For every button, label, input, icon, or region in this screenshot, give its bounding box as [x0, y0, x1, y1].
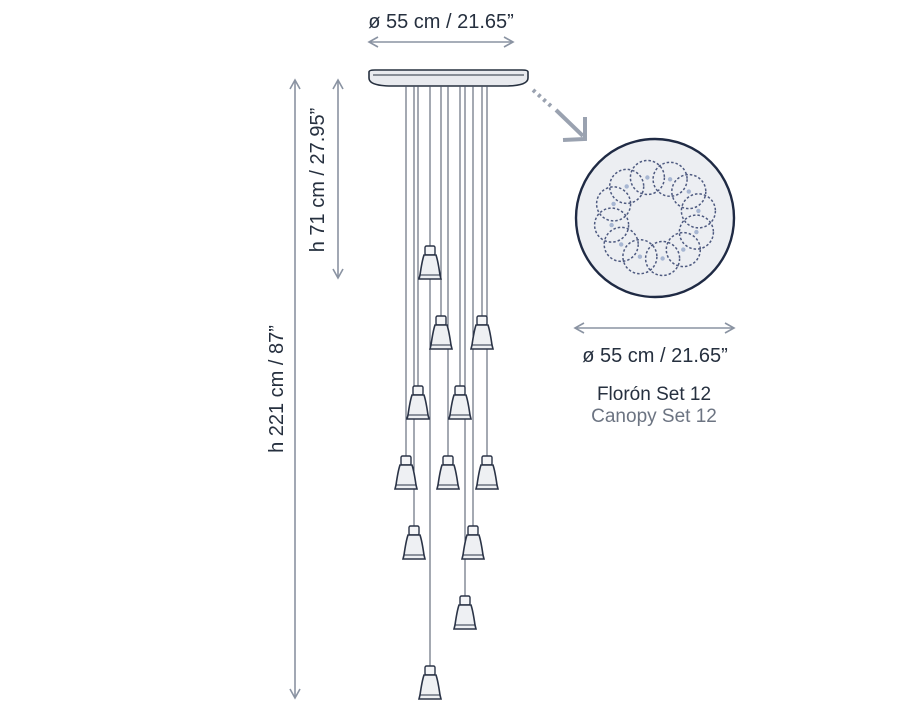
- canopy-hole: [603, 226, 639, 263]
- canopy-hole: [644, 240, 681, 277]
- pendant-lamp: [405, 385, 431, 420]
- canopy-hole-center: [667, 177, 673, 182]
- canopy-hole: [671, 173, 707, 210]
- pendant-lamp: [401, 525, 427, 560]
- canopy-hole: [593, 207, 630, 243]
- detail-diameter-label: ø 55 cm / 21.65”: [582, 345, 728, 367]
- top-diameter-label: ø 55 cm / 21.65”: [368, 11, 514, 33]
- canopy-title: Florón Set 12: [597, 384, 711, 405]
- pendant-lamps: [393, 245, 500, 700]
- canopy-hole: [678, 214, 715, 250]
- canopy-disc: [368, 69, 529, 87]
- pendant-lamp: [474, 455, 500, 490]
- pendant-lamp: [447, 385, 473, 420]
- canopy-hole: [629, 159, 666, 196]
- canopy-hole-center: [637, 254, 643, 259]
- canopy-height-label: h 71 cm / 27.95”: [307, 108, 329, 253]
- canopy-hole: [595, 186, 632, 222]
- canopy-hole: [652, 161, 688, 198]
- canopy-subtitle: Canopy Set 12: [591, 406, 717, 427]
- canopy-detail-outline: [574, 137, 736, 299]
- canopy-hole-center: [611, 201, 616, 207]
- pendant-lamp: [393, 455, 419, 490]
- canopy-detail: [574, 137, 736, 299]
- pendant-lamp: [417, 245, 443, 280]
- canopy-hole-center: [609, 222, 614, 228]
- canopy-hole-center: [619, 242, 624, 247]
- canopy-hole-center: [645, 175, 650, 180]
- canopy-hole: [622, 238, 658, 275]
- pendant-cables: [405, 86, 488, 666]
- canopy-hole-center: [686, 189, 691, 194]
- pendant-lamp: [435, 455, 461, 490]
- canopy-hole-center: [694, 229, 699, 235]
- pendant-lamp: [428, 315, 454, 350]
- canopy-hole: [608, 168, 645, 205]
- dotted-diagonal-arrow-icon: [531, 88, 587, 142]
- canopy-hole: [665, 231, 702, 268]
- pendant-lamp: [452, 595, 478, 630]
- pendant-lamp: [469, 315, 495, 350]
- pendant-lamp: [460, 525, 486, 560]
- canopy-hole-center: [660, 256, 665, 261]
- canopy-hole-center: [624, 184, 629, 189]
- canopy-hole-center: [681, 247, 686, 252]
- pendant-lamp: [417, 665, 443, 700]
- total-height-label: h 221 cm / 87”: [266, 325, 288, 453]
- canopy-hole-center: [696, 208, 701, 214]
- canopy-hole: [680, 193, 717, 229]
- canopy-hole-pattern: [593, 159, 717, 277]
